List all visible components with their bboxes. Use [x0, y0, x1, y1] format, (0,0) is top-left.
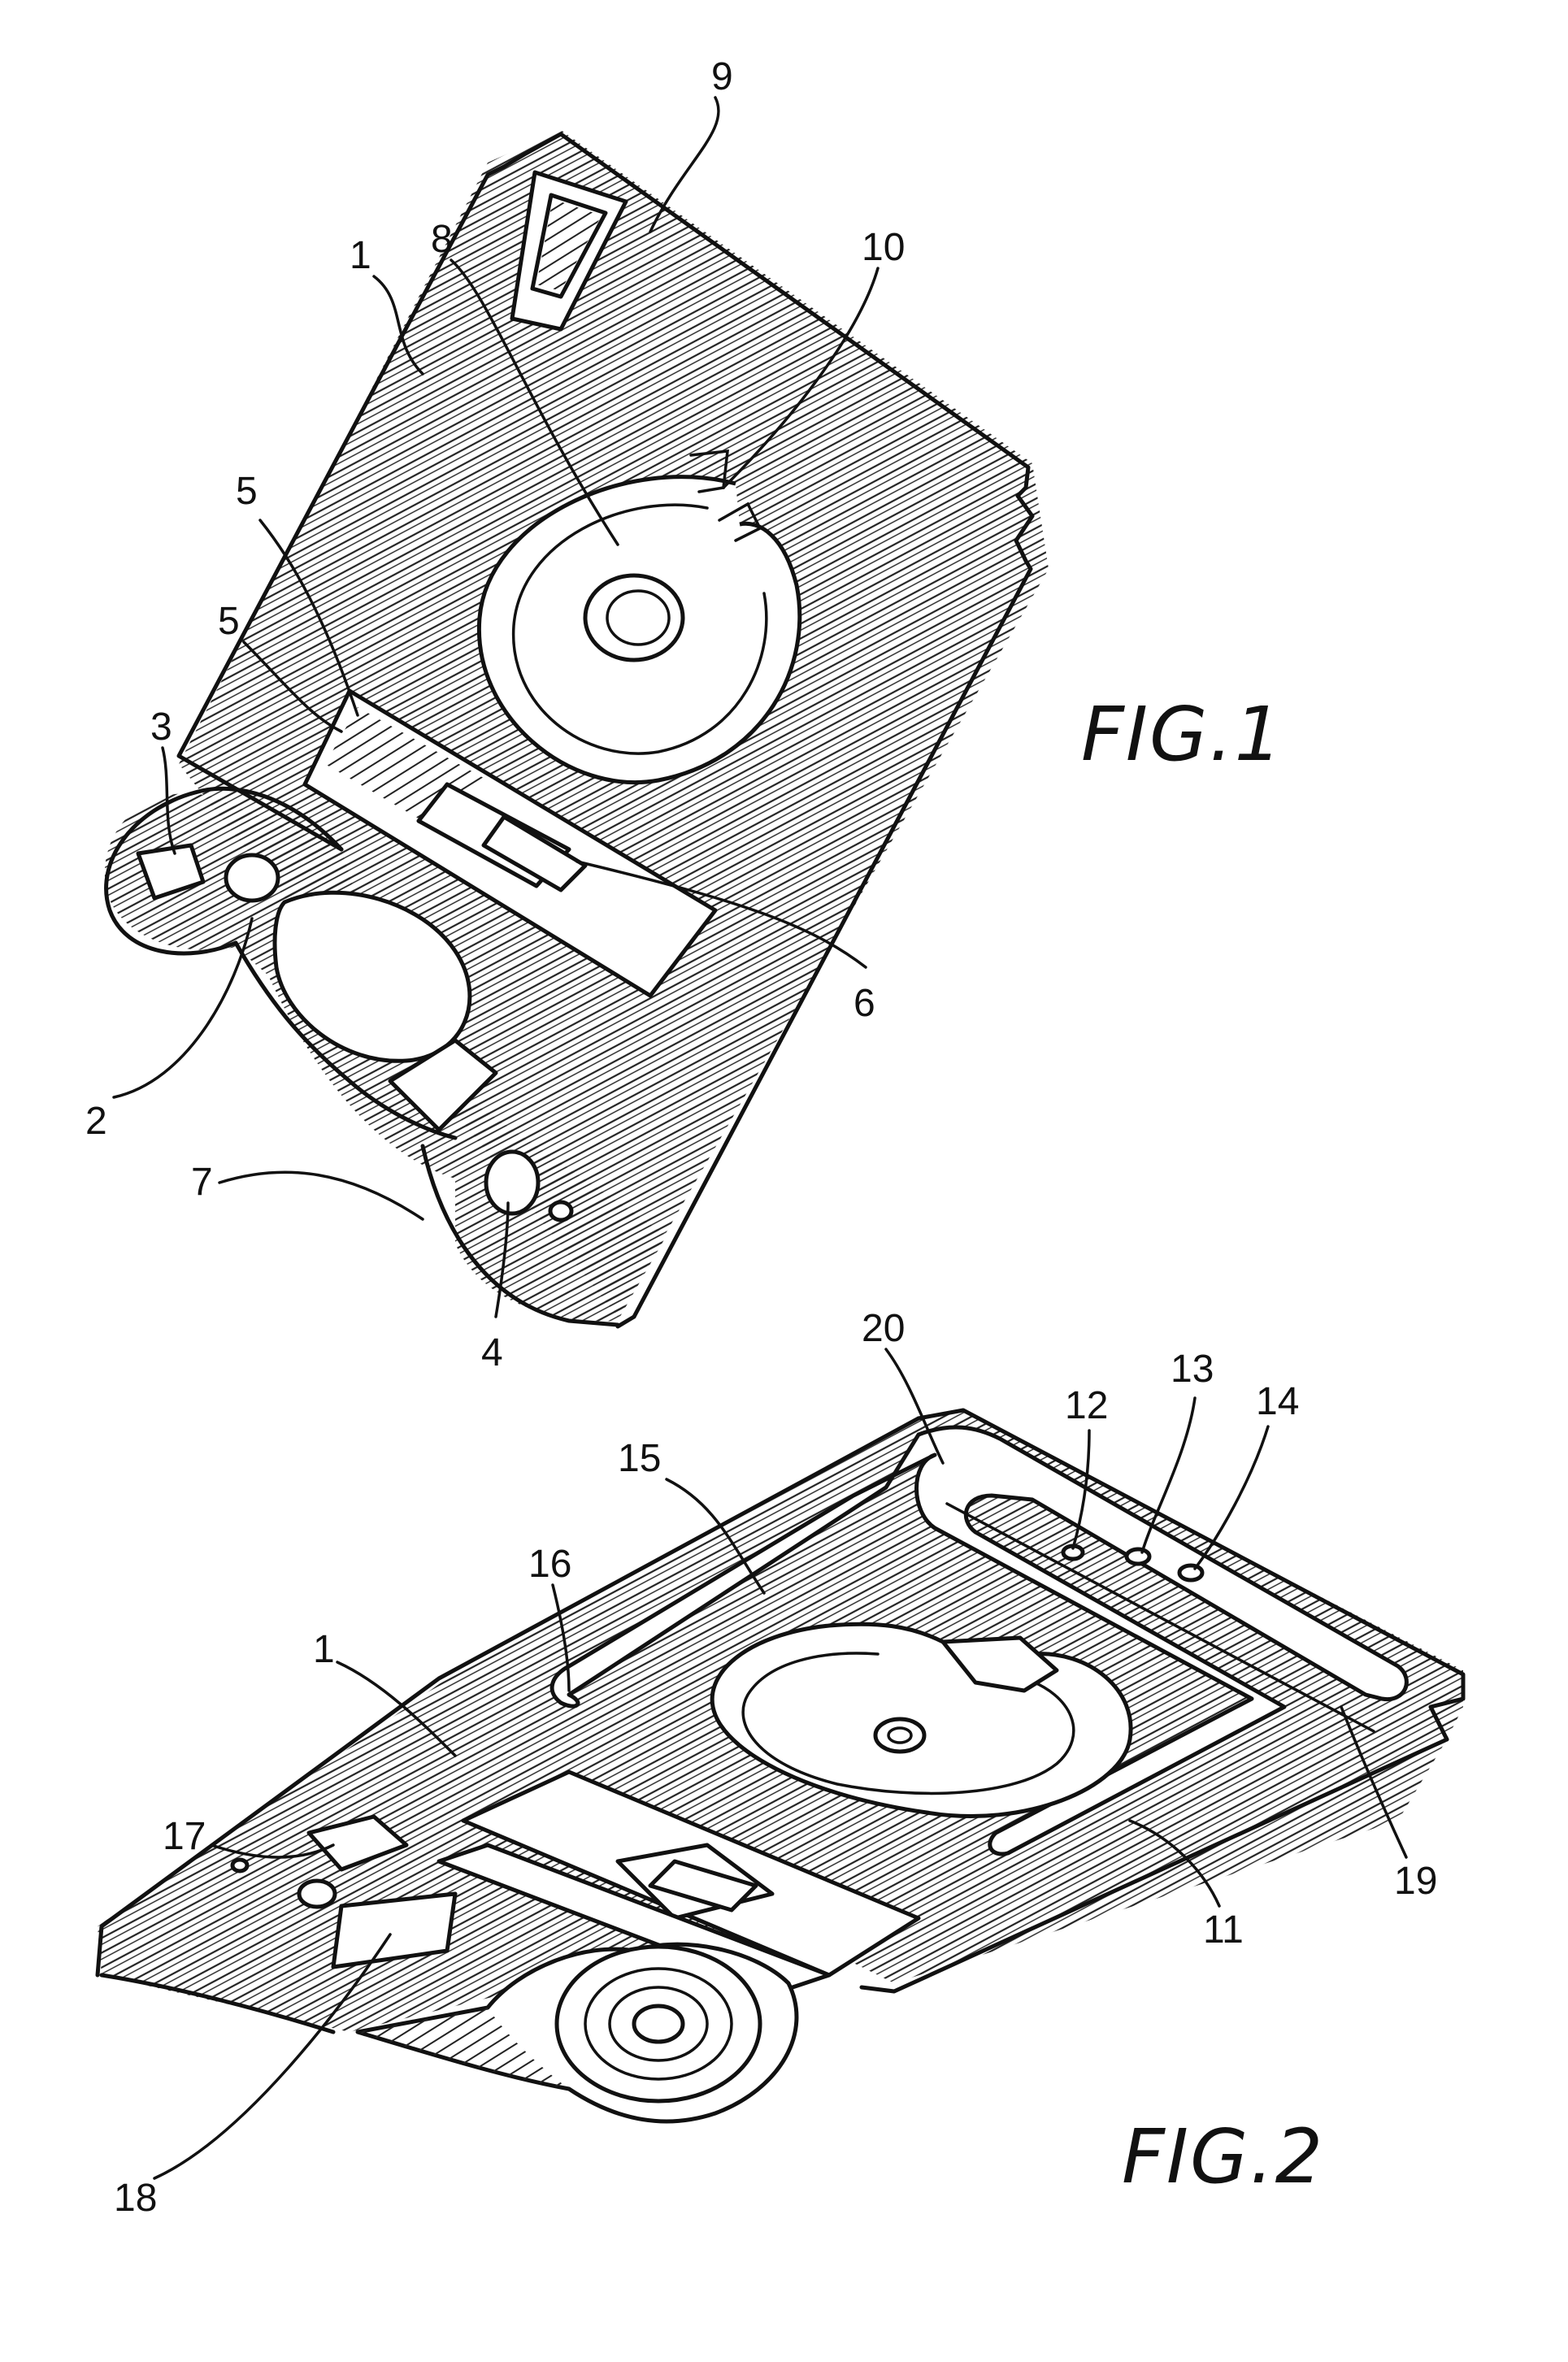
fig1-caption: FIG.1 — [1081, 691, 1284, 778]
fig1-ref-8: 9 — [711, 55, 733, 98]
fig2-ref-17: 17 — [163, 1815, 206, 1858]
fig2-ref-20: 20 — [862, 1307, 905, 1350]
fig2-ref-12: 12 — [1065, 1384, 1108, 1427]
fig1-ref-3: 3 — [150, 706, 172, 749]
figure-2: 20 15 12 13 14 16 1 17 19 11 18 FIG.2 — [98, 1307, 1463, 2220]
fig2-ref-14: 14 — [1256, 1380, 1299, 1423]
fig2-ref-1: 1 — [313, 1628, 335, 1671]
fig1-ref-5a: 5 — [236, 470, 258, 513]
figure-1: 9 1 8 10 5 5 3 2 6 7 4 FIG.1 — [85, 55, 1284, 1374]
fig2-ref-11: 11 — [1203, 1908, 1244, 1952]
fig2-caption: FIG.2 — [1122, 2113, 1324, 2200]
fig1-ref-10: 10 — [862, 226, 905, 269]
fig1-ref-9: 7 — [191, 1161, 213, 1204]
fig1-ref-6: 6 — [853, 982, 875, 1025]
fig1-ref-7: 8 — [431, 218, 453, 261]
fig1-ref-5b: 5 — [218, 600, 240, 643]
fig1-ref-1: 1 — [350, 234, 371, 277]
fig1-ref-2: 2 — [85, 1100, 107, 1143]
fig2-ref-13: 13 — [1171, 1348, 1214, 1391]
fig1-ref-4: 4 — [481, 1331, 503, 1374]
fig2-ref-19: 19 — [1394, 1860, 1437, 1903]
fig2-ref-18: 18 — [114, 2177, 157, 2220]
fig2-ref-16: 16 — [528, 1543, 571, 1586]
fig2-ref-15: 15 — [618, 1437, 661, 1480]
